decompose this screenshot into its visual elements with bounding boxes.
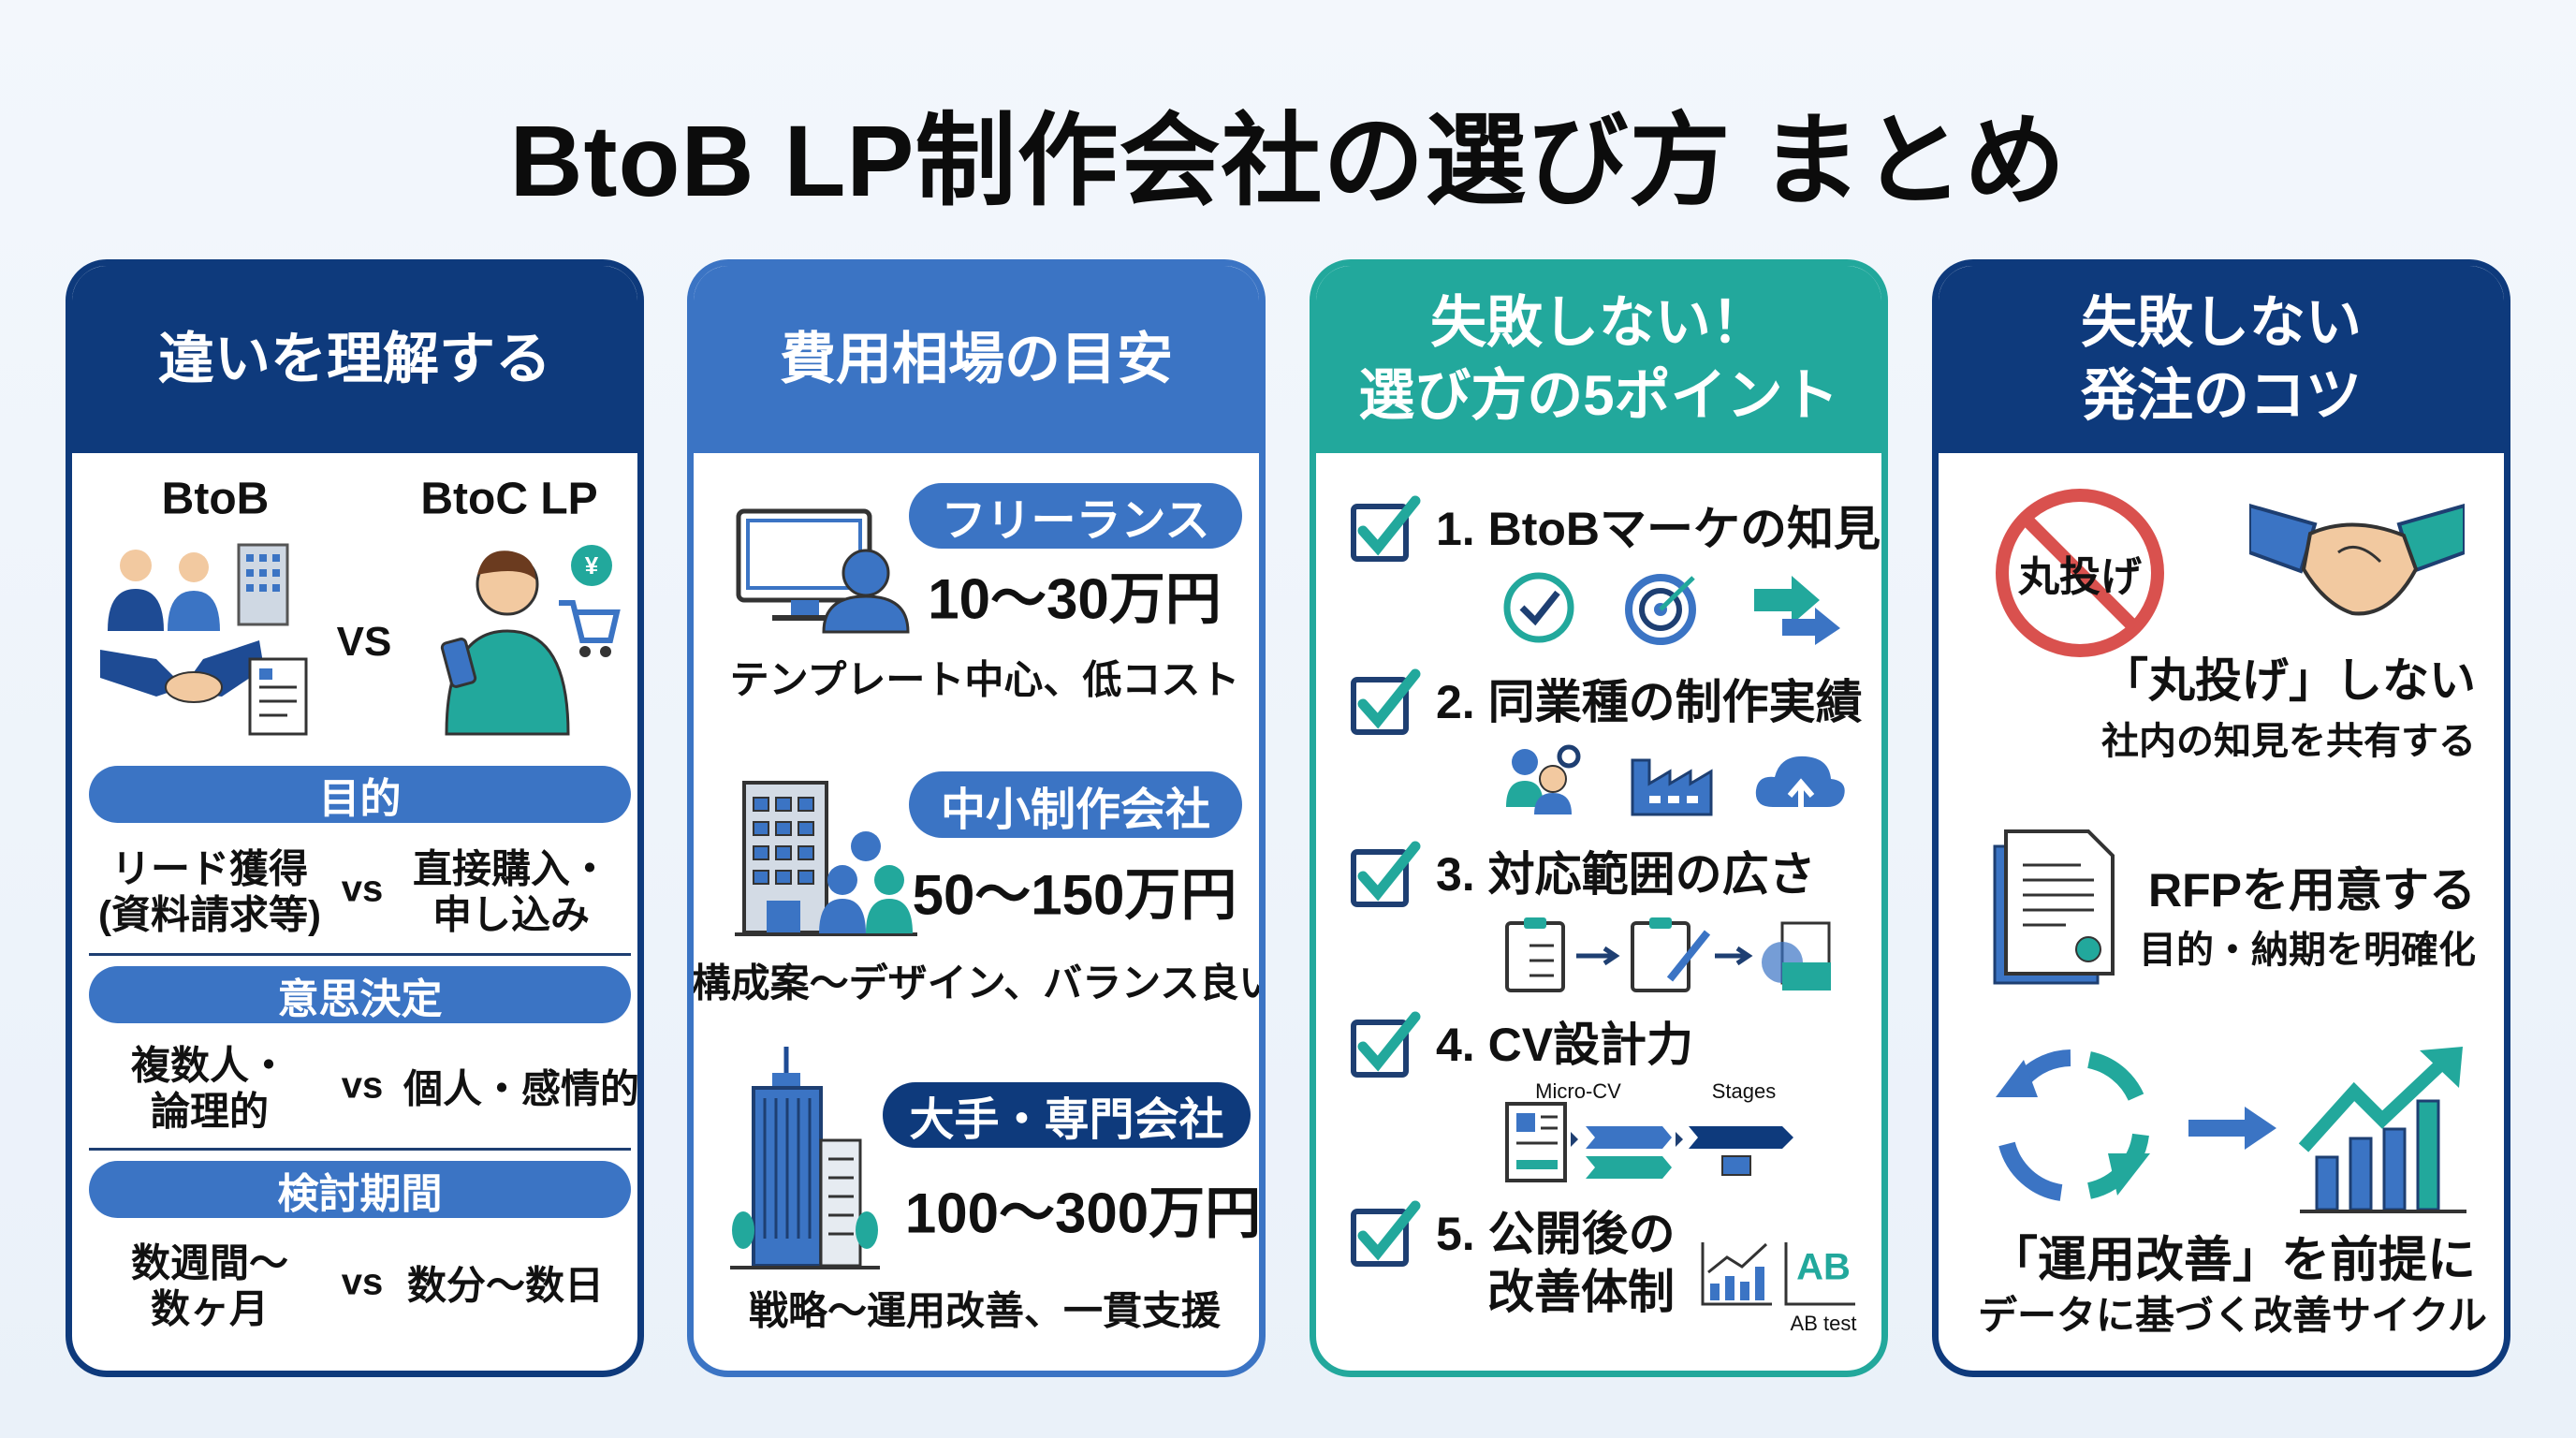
page-title: BtoB LP制作会社の選び方 まとめ bbox=[509, 104, 2067, 217]
monitor-person-icon bbox=[736, 508, 910, 634]
section-pill-purpose: 目的 bbox=[89, 766, 631, 823]
tier-description: テンプレート中心、低コスト bbox=[729, 657, 1240, 702]
card-header: 失敗しない 発注のコツ bbox=[1939, 266, 2504, 453]
card-header: 違いを理解する bbox=[72, 266, 637, 453]
btob-decision-line1: 複数人・ bbox=[130, 1043, 289, 1088]
tip-subtitle: 目的・納期を明確化 bbox=[2139, 930, 2476, 971]
point-3: 3. 対応範囲の広さ bbox=[1436, 848, 1816, 901]
vs-label: VS bbox=[336, 619, 392, 665]
vs-label: vs bbox=[341, 1064, 384, 1107]
cycle-arrows-icon bbox=[1996, 1049, 2150, 1201]
card-heading-line2: 選び方の5ポイント bbox=[1358, 364, 1839, 427]
point-5-line2: 改善体制 bbox=[1487, 1266, 1675, 1318]
ab-label: AB bbox=[1796, 1246, 1851, 1288]
card-heading-line1: 失敗しない bbox=[2081, 291, 2362, 354]
tip-title: 「運用改善」を前提に bbox=[1988, 1233, 2477, 1288]
card-heading: 費用相場の目安 bbox=[780, 328, 1173, 390]
tip-title: RFPを用意する bbox=[2148, 864, 2476, 917]
cv-funnel-icons bbox=[1505, 1102, 1793, 1182]
bar-chart-icon bbox=[1701, 1242, 1772, 1306]
rfp-document-icon bbox=[1993, 829, 2115, 985]
consumer-shopping-icon: ¥ bbox=[440, 545, 621, 736]
card-ordering-tips: 失敗しない 発注のコツ 丸投げ 「丸投げ」しない 社内の知見を共有する RFPを… bbox=[1932, 259, 2510, 1377]
tier-price: 10〜30万円 bbox=[928, 567, 1222, 631]
card-heading-line1: 失敗しない！ bbox=[1430, 291, 1767, 354]
no-sign-text: 丸投げ bbox=[2018, 554, 2142, 600]
btoc-purpose-line2: 申し込み bbox=[432, 892, 591, 937]
btoc-decision: 個人・感情的 bbox=[402, 1066, 640, 1111]
tier-price: 50〜150万円 bbox=[912, 863, 1237, 927]
btob-period-line1: 数週間〜 bbox=[130, 1240, 289, 1285]
btob-purpose-line1: リード獲得 bbox=[110, 846, 309, 891]
section-pill-period: 検討期間 bbox=[89, 1161, 631, 1218]
business-people-handshake-icon bbox=[100, 543, 308, 736]
tier-description: 戦略〜運用改善、一貫支援 bbox=[748, 1288, 1222, 1333]
btob-label: BtoB bbox=[161, 474, 270, 524]
point-2: 2. 同業種の制作実績 bbox=[1436, 676, 1863, 728]
card-differences: 違いを理解する BtoB BtoC LP VS ¥ 目的 リード獲得 (資料請求… bbox=[66, 259, 644, 1377]
stages-label: Stages bbox=[1711, 1079, 1777, 1103]
card-cost: 費用相場の目安 フリーランス 10〜30万円 テンプレート中心、低コスト 中小制… bbox=[687, 259, 1266, 1377]
tip-title: 「丸投げ」しない bbox=[2101, 654, 2476, 707]
prohibited-sign-icon bbox=[1996, 489, 2164, 657]
point-5-line1: 5. 公開後の bbox=[1436, 1208, 1676, 1260]
card-header: 失敗しない！ 選び方の5ポイント bbox=[1316, 266, 1881, 453]
card-header: 費用相場の目安 bbox=[694, 266, 1259, 453]
card-five-points: 失敗しない！ 選び方の5ポイント 1. BtoBマーケの知見 2. 同業種の制作… bbox=[1310, 259, 1888, 1377]
btoc-label: BtoC LP bbox=[420, 474, 598, 524]
point-4: 4. CV設計力 bbox=[1436, 1019, 1694, 1071]
btob-decision-line2: 論理的 bbox=[150, 1089, 270, 1134]
tip-subtitle: 社内の知見を共有する bbox=[2101, 721, 2476, 762]
workflow-icons bbox=[1505, 917, 1831, 992]
tier-pill-freelance: フリーランス bbox=[909, 483, 1242, 549]
point-1: 1. BtoBマーケの知見 bbox=[1436, 503, 1881, 555]
ab-test-label: AB test bbox=[1790, 1312, 1857, 1335]
btoc-period: 数分〜数日 bbox=[406, 1263, 605, 1308]
tier-price: 100〜300万円 bbox=[904, 1181, 1262, 1245]
office-team-icon bbox=[735, 781, 917, 936]
tip-subtitle: データに基づく改善サイクル bbox=[1978, 1293, 2487, 1338]
industry-icons bbox=[1506, 744, 1845, 816]
tier-description: 構成案〜デザイン、バランス良い bbox=[691, 961, 1266, 1005]
growth-chart-icon bbox=[2298, 1047, 2466, 1213]
checkbox-checked-icon bbox=[1351, 1011, 1421, 1078]
micro-cv-label: Micro-CV bbox=[1535, 1079, 1621, 1103]
right-arrow-icon bbox=[2188, 1107, 2276, 1150]
checkbox-checked-icon bbox=[1351, 668, 1421, 735]
btob-purpose-line2: (資料請求等) bbox=[98, 892, 321, 937]
tier-pill-mid-agency: 中小制作会社 bbox=[909, 771, 1242, 838]
ab-test-icon bbox=[1784, 1242, 1855, 1306]
divider bbox=[89, 1148, 631, 1151]
expertise-icons bbox=[1503, 572, 1840, 645]
divider bbox=[89, 953, 631, 956]
checkbox-checked-icon bbox=[1351, 1200, 1421, 1267]
vs-label: vs bbox=[341, 868, 384, 910]
svg-text:¥: ¥ bbox=[585, 551, 599, 580]
card-heading: 違いを理解する bbox=[158, 328, 551, 390]
checkbox-checked-icon bbox=[1351, 495, 1421, 562]
vs-label: vs bbox=[341, 1261, 384, 1303]
btob-period-line2: 数ヶ月 bbox=[150, 1286, 270, 1331]
checkbox-checked-icon bbox=[1351, 841, 1421, 907]
handshake-icon bbox=[2249, 503, 2465, 616]
skyscraper-icon bbox=[730, 1047, 880, 1269]
section-pill-decision: 意思決定 bbox=[89, 966, 631, 1023]
card-heading-line2: 発注のコツ bbox=[2081, 364, 2362, 427]
btoc-purpose-line1: 直接購入・ bbox=[412, 846, 610, 891]
tier-pill-large-agency: 大手・専門会社 bbox=[883, 1082, 1251, 1148]
